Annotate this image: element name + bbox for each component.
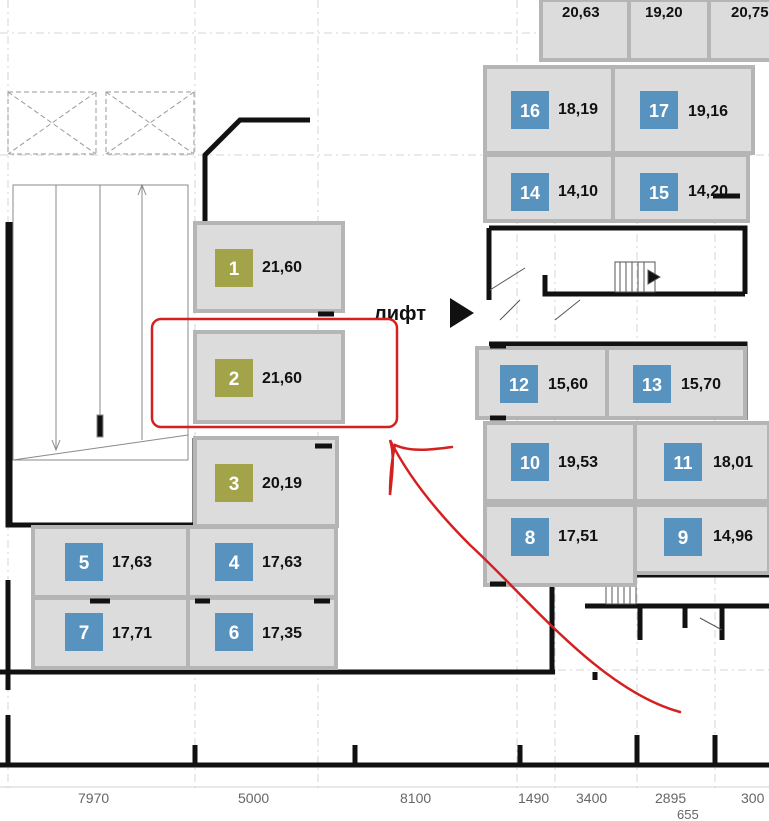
unit-area — [605, 346, 747, 420]
unit-badge — [633, 365, 671, 403]
unit-number: 12 — [509, 375, 529, 395]
unit-14[interactable]: 14 14,10 — [483, 153, 615, 223]
unit-area-label: 21,60 — [262, 370, 302, 387]
unit-badge — [511, 91, 549, 129]
dimension-label: 3400 — [576, 790, 607, 806]
unit-area-label: 14,10 — [558, 183, 598, 200]
unit-badge — [500, 365, 538, 403]
unit-area-label: 17,63 — [112, 554, 152, 571]
unit-area-label: 17,71 — [112, 625, 152, 642]
unit-number: 7 — [79, 623, 90, 644]
unit-badge — [511, 443, 549, 481]
unit-area — [483, 503, 637, 587]
unit-number: 15 — [649, 183, 669, 203]
unit-area-label: 15,70 — [681, 376, 721, 393]
unit-number: 8 — [525, 528, 536, 549]
unit-10[interactable]: 10 19,53 — [483, 421, 637, 503]
unit-badge — [215, 359, 253, 397]
unit-area — [31, 596, 190, 670]
unit-16[interactable]: 16 18,19 — [483, 65, 615, 155]
elevator-label: лифт — [374, 303, 426, 325]
dimension-label: 655 — [677, 807, 699, 821]
unit-number: 14 — [520, 183, 540, 203]
unit-area-label: 17,63 — [262, 554, 302, 571]
unit-area — [31, 525, 190, 599]
unit-number: 11 — [673, 453, 692, 473]
top-partial-units: 20,63 19,20 20,75 — [539, 0, 769, 62]
unit-area-label: 17,35 — [262, 625, 302, 642]
ramp — [12, 183, 189, 461]
unit-11[interactable]: 11 18,01 — [633, 421, 769, 503]
unit-badge — [215, 613, 253, 651]
unit-badge — [215, 464, 253, 502]
dimension-label: 2895 — [655, 790, 686, 806]
unit-13[interactable]: 13 15,70 — [605, 346, 747, 420]
unit-number: 1 — [229, 259, 240, 280]
unit-area-label: 21,60 — [262, 259, 302, 276]
unit-number: 10 — [520, 453, 540, 473]
unit-number: 5 — [79, 553, 90, 574]
highlight-box — [150, 317, 399, 429]
unit-number: 9 — [678, 528, 689, 549]
top-area-3: 20,75 — [731, 4, 769, 21]
unit-area — [633, 421, 769, 503]
unit-area-label: 17,51 — [558, 528, 598, 545]
unit-badge — [664, 443, 702, 481]
highlight-arrow — [388, 439, 682, 714]
unit-badge — [215, 543, 253, 581]
unit-number: 3 — [229, 474, 240, 495]
unit-badge — [215, 249, 253, 287]
unit-area-label: 14,96 — [713, 528, 753, 545]
dimension-label: 1490 — [518, 790, 549, 806]
unit-12[interactable]: 12 15,60 — [475, 346, 609, 420]
unit-area-label: 19,53 — [558, 454, 598, 471]
unit-badge — [640, 91, 678, 129]
unit-area-label: 18,19 — [558, 101, 598, 118]
dimension-label: 5000 — [238, 790, 269, 806]
unit-area — [483, 421, 637, 503]
top-area-1: 20,63 — [562, 4, 600, 21]
unit-badge — [664, 518, 702, 556]
dimension-label: 8100 — [400, 790, 431, 806]
unit-area — [611, 65, 755, 155]
unit-badge — [511, 173, 549, 211]
dimension-label: 300 — [741, 790, 765, 806]
unit-badge — [640, 173, 678, 211]
unit-area-label: 18,01 — [713, 454, 753, 471]
unit-number: 4 — [229, 553, 240, 574]
unit-area-label: 19,16 — [688, 103, 728, 120]
unit-badge — [511, 518, 549, 556]
top-area-2: 19,20 — [645, 4, 683, 21]
unit-area-label: 20,19 — [262, 475, 302, 492]
unit-number: 13 — [642, 375, 662, 395]
unit-number: 6 — [229, 623, 240, 644]
dashed-structure — [7, 91, 195, 155]
unit-area-label: 15,60 — [548, 376, 588, 393]
unit-17[interactable]: 17 19,16 — [611, 65, 755, 155]
unit-number: 2 — [229, 369, 240, 390]
elevator-arrow-icon — [450, 298, 474, 328]
dimension-label: 7970 — [78, 790, 109, 806]
highlight-annotation — [150, 317, 682, 714]
unit-badge — [65, 613, 103, 651]
unit-area — [475, 346, 609, 420]
stairs — [489, 261, 723, 631]
dimension-row: 7970 5000 8100 1490 3400 2895 300 655 — [0, 786, 769, 821]
unit-badge — [65, 543, 103, 581]
unit-number: 16 — [520, 101, 540, 121]
unit-number: 17 — [649, 101, 669, 121]
